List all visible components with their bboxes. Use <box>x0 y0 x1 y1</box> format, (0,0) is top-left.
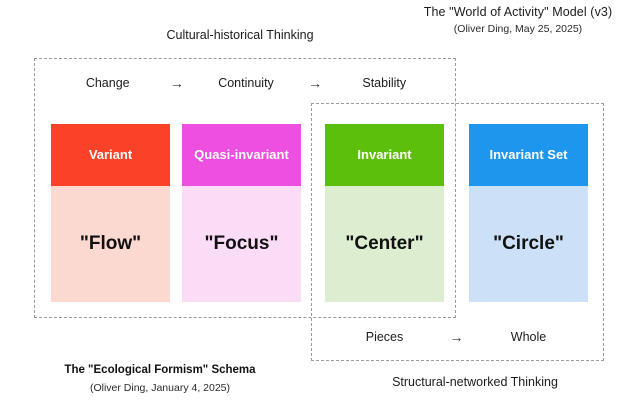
sequence-item-continuity: Continuity <box>218 76 274 90</box>
sequence-item-whole: Whole <box>510 330 547 344</box>
model-subtitle: (Oliver Ding, May 25, 2025) <box>453 23 583 35</box>
card-invariant-body: "Center" <box>325 186 444 302</box>
arrow-right-icon: → <box>308 75 323 91</box>
sequence-item-change: Change <box>85 76 130 90</box>
sequence-item-stability: Stability <box>362 76 407 90</box>
bottom-sequence: Pieces → Whole <box>325 329 588 345</box>
card-quasi-invariant-header-line1: Quasi <box>194 146 231 162</box>
card-variant-body: "Flow" <box>51 186 170 302</box>
model-title: The "World of Activity" Model (v3) <box>423 5 613 19</box>
card-invariant-header: Invariant <box>325 124 444 186</box>
card-invariant-set-header: Invariant Set <box>469 124 588 186</box>
top-sequence: Change → Continuity → Stability <box>51 75 441 91</box>
card-invariant-set-body: "Circle" <box>469 186 588 302</box>
card-variant-header: Variant <box>51 124 170 186</box>
card-quasi-invariant-header-line2: -invariant <box>230 146 289 162</box>
structural-networked-thinking-label: Structural-networked Thinking <box>392 375 558 389</box>
schema-subtitle: (Oliver Ding, January 4, 2025) <box>89 382 231 394</box>
arrow-right-icon: → <box>169 75 184 91</box>
card-invariant: Invariant "Center" <box>325 124 444 302</box>
arrow-right-icon: → <box>449 329 464 345</box>
card-variant: Variant "Flow" <box>51 124 170 302</box>
sequence-item-pieces: Pieces <box>365 330 404 344</box>
card-quasi-invariant-body: "Focus" <box>182 186 301 302</box>
ecological-formism-frame <box>34 58 456 318</box>
card-quasi-invariant: Quasi -invariant "Focus" <box>182 124 301 302</box>
card-invariant-set: Invariant Set "Circle" <box>469 124 588 302</box>
structural-networked-frame <box>311 103 604 361</box>
schema-title: The "Ecological Formism" Schema <box>64 364 256 376</box>
cultural-historical-thinking-label: Cultural-historical Thinking <box>166 28 314 42</box>
card-quasi-invariant-header: Quasi -invariant <box>182 124 301 186</box>
